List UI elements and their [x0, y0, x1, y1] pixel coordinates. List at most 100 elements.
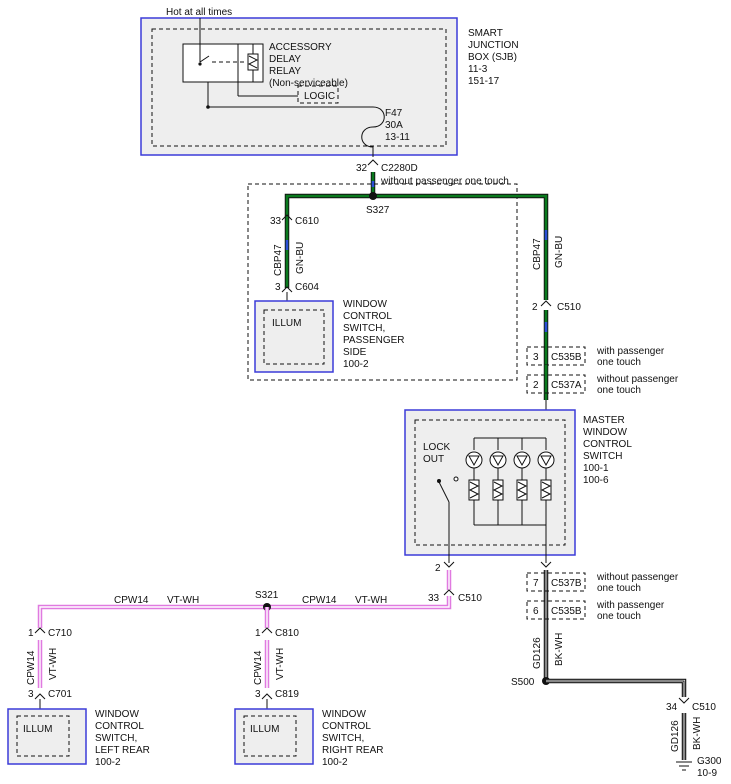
c510-top-label: C510 [557, 302, 581, 313]
cpw14-wire-label-d: CPW14 [253, 650, 264, 685]
sjb-internal-boundary [151, 28, 447, 147]
c510-mid-connector-icon-a [443, 561, 455, 568]
hot-at-all-times-label: Hot at all times [166, 7, 232, 18]
wcs-left-rear-label-3: SWITCH, [95, 733, 137, 744]
gnbu-wire-label-a: GN-BU [295, 242, 306, 274]
wcs-passenger-label-4: PASSENGER [343, 335, 405, 346]
logic-box [297, 85, 339, 104]
wcs-left-rear-label-5: 100-2 [95, 757, 121, 768]
c510-bot-pin: 34 [666, 702, 678, 713]
c535b-bot-label: C535B [551, 606, 582, 617]
wcs-passenger-label-1: WINDOW [343, 299, 387, 310]
wcs-right-rear-label-1: WINDOW [322, 709, 366, 720]
with-passenger-label-4: one touch [597, 611, 641, 622]
c810-connector-icon [261, 627, 273, 634]
without-passenger-label-4: one touch [597, 583, 641, 594]
vtwh-wire-label-a: VT-WH [167, 595, 199, 606]
c537b-box [526, 572, 586, 592]
c810-pin: 1 [255, 628, 261, 639]
c810-label: C810 [275, 628, 299, 639]
gd126-wire-label-a: GD126 [532, 637, 543, 669]
cpw14-wire-label-c: CPW14 [26, 650, 37, 685]
c510-mid-pin-a: 2 [435, 563, 441, 574]
c2280d-label: C2280D [381, 163, 418, 174]
cpw14-wire-label-b: CPW14 [302, 595, 337, 606]
sjb-label-5: 151-17 [468, 76, 500, 87]
mwcs-label-4: SWITCH [583, 451, 622, 462]
gd126-wire-label-b: GD126 [670, 720, 681, 752]
with-passenger-label-1: with passenger [596, 346, 665, 357]
cbp47-wire-label-a: CBP47 [273, 244, 284, 276]
c537b-label: C537B [551, 578, 582, 589]
gnbu-wire-label-b: GN-BU [554, 236, 565, 268]
vtwh-wire-label-b: VT-WH [355, 595, 387, 606]
vtwh-wire-label-d: VT-WH [275, 648, 286, 680]
mwcs-label-6: 100-6 [583, 475, 609, 486]
vtwh-wire-label-c: VT-WH [48, 648, 59, 680]
c610-label: C610 [295, 216, 319, 227]
c701-connector-icon [34, 693, 46, 700]
g300-ref-label: 10-9 [697, 768, 717, 779]
s321-label: S321 [255, 590, 279, 601]
mwcs-label-2: WINDOW [583, 427, 627, 438]
wcs-right-rear-label-2: CONTROL [322, 721, 371, 732]
wcs-passenger-label-5: SIDE [343, 347, 367, 358]
c510-mid-connector-icon-b [443, 589, 455, 596]
c535b-top-label: C535B [551, 352, 582, 363]
c510-top-connector-icon [540, 300, 552, 307]
without-passenger-label-2: one touch [597, 385, 641, 396]
without-passenger-label-3: without passenger [596, 572, 679, 583]
bkwh-wire-label-a: BK-WH [554, 633, 565, 666]
cpw14-wire-label-a: CPW14 [114, 595, 149, 606]
c604-pin: 3 [275, 282, 281, 293]
illum-passenger-label: ILLUM [272, 318, 301, 329]
c701-pin: 3 [28, 689, 34, 700]
c537a-box [526, 374, 586, 394]
c510-mid-pin-b: 33 [428, 593, 440, 604]
c710-pin: 1 [28, 628, 34, 639]
c537a-pin: 2 [533, 380, 539, 391]
logic-label: LOGIC [304, 91, 335, 102]
fuse-label-2: 30A [385, 120, 403, 131]
c819-label: C819 [275, 689, 299, 700]
wcs-passenger-label-3: SWITCH, [343, 323, 385, 334]
c710-connector-icon [34, 627, 46, 634]
s327-label: S327 [366, 205, 390, 216]
wcs-left-rear-label-1: WINDOW [95, 709, 139, 720]
c604-connector-icon [281, 286, 293, 293]
lock-out-label-1: LOCK [423, 442, 451, 453]
s500-label: S500 [511, 677, 535, 688]
sjb-label-1: SMART [468, 28, 503, 39]
lock-out-label-2: OUT [423, 454, 444, 465]
mwcs-label-3: CONTROL [583, 439, 632, 450]
window-control-switch-right-rear [234, 708, 314, 765]
c537b-pin: 7 [533, 578, 539, 589]
cbp47-wire-label-b: CBP47 [532, 238, 543, 270]
c610-pin: 33 [270, 216, 282, 227]
c510-bot-connector-icon [678, 697, 690, 704]
c2280d-connector-icon [367, 159, 379, 166]
ground-icon [676, 761, 692, 771]
bkwh-wire-label-b: BK-WH [692, 717, 703, 750]
without-passenger-one-touch-boundary [247, 183, 518, 381]
s327-splice [369, 192, 377, 200]
c535b-bot-box [526, 600, 586, 620]
sjb-label-4: 11-3 [468, 64, 488, 75]
c819-connector-icon [261, 693, 273, 700]
c537a-label: C537A [551, 380, 582, 391]
wcs-right-rear-label-3: SWITCH, [322, 733, 364, 744]
with-passenger-label-2: one touch [597, 357, 641, 368]
wcs-passenger-label-2: CONTROL [343, 311, 392, 322]
wcs-right-rear-label-4: RIGHT REAR [322, 745, 384, 756]
window-control-switch-left-rear [7, 708, 87, 765]
lock-out-switch-icon [438, 481, 450, 503]
c2280d-pin: 32 [356, 163, 368, 174]
c819-pin: 3 [255, 689, 261, 700]
relay-label-4: (Non-serviceable) [269, 78, 348, 89]
wcs-left-rear-label-2: CONTROL [95, 721, 144, 732]
c510-mid-label: C510 [458, 593, 482, 604]
c604-label: C604 [295, 282, 319, 293]
illum-left-rear-label: ILLUM [23, 724, 52, 735]
window-control-switch-passenger [254, 300, 334, 373]
